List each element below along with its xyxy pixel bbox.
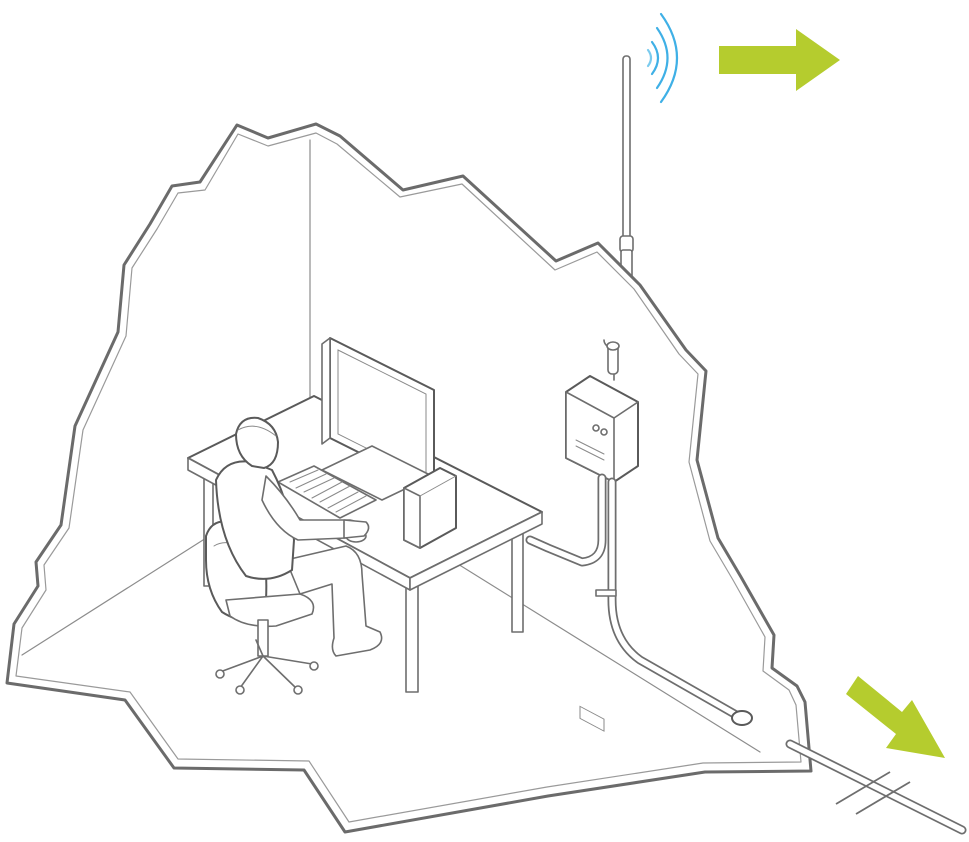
arrow-down-right-icon bbox=[846, 676, 945, 758]
signal-wave-4 bbox=[646, 48, 653, 68]
keyboard bbox=[277, 465, 377, 519]
base-station bbox=[403, 467, 457, 549]
signal-wave-1 bbox=[650, 40, 660, 76]
wall-slab-inner-edge bbox=[15, 132, 802, 823]
wireless-signal-icon bbox=[646, 12, 678, 104]
signal-wave-3 bbox=[659, 12, 678, 104]
arrow-right-icon bbox=[719, 29, 840, 91]
monitor bbox=[321, 337, 435, 501]
conduit bbox=[525, 473, 753, 726]
signal-wave-2 bbox=[655, 26, 669, 90]
antenna bbox=[619, 55, 634, 291]
external-cable bbox=[785, 739, 967, 835]
controller-unit bbox=[565, 339, 639, 732]
person bbox=[215, 416, 383, 657]
